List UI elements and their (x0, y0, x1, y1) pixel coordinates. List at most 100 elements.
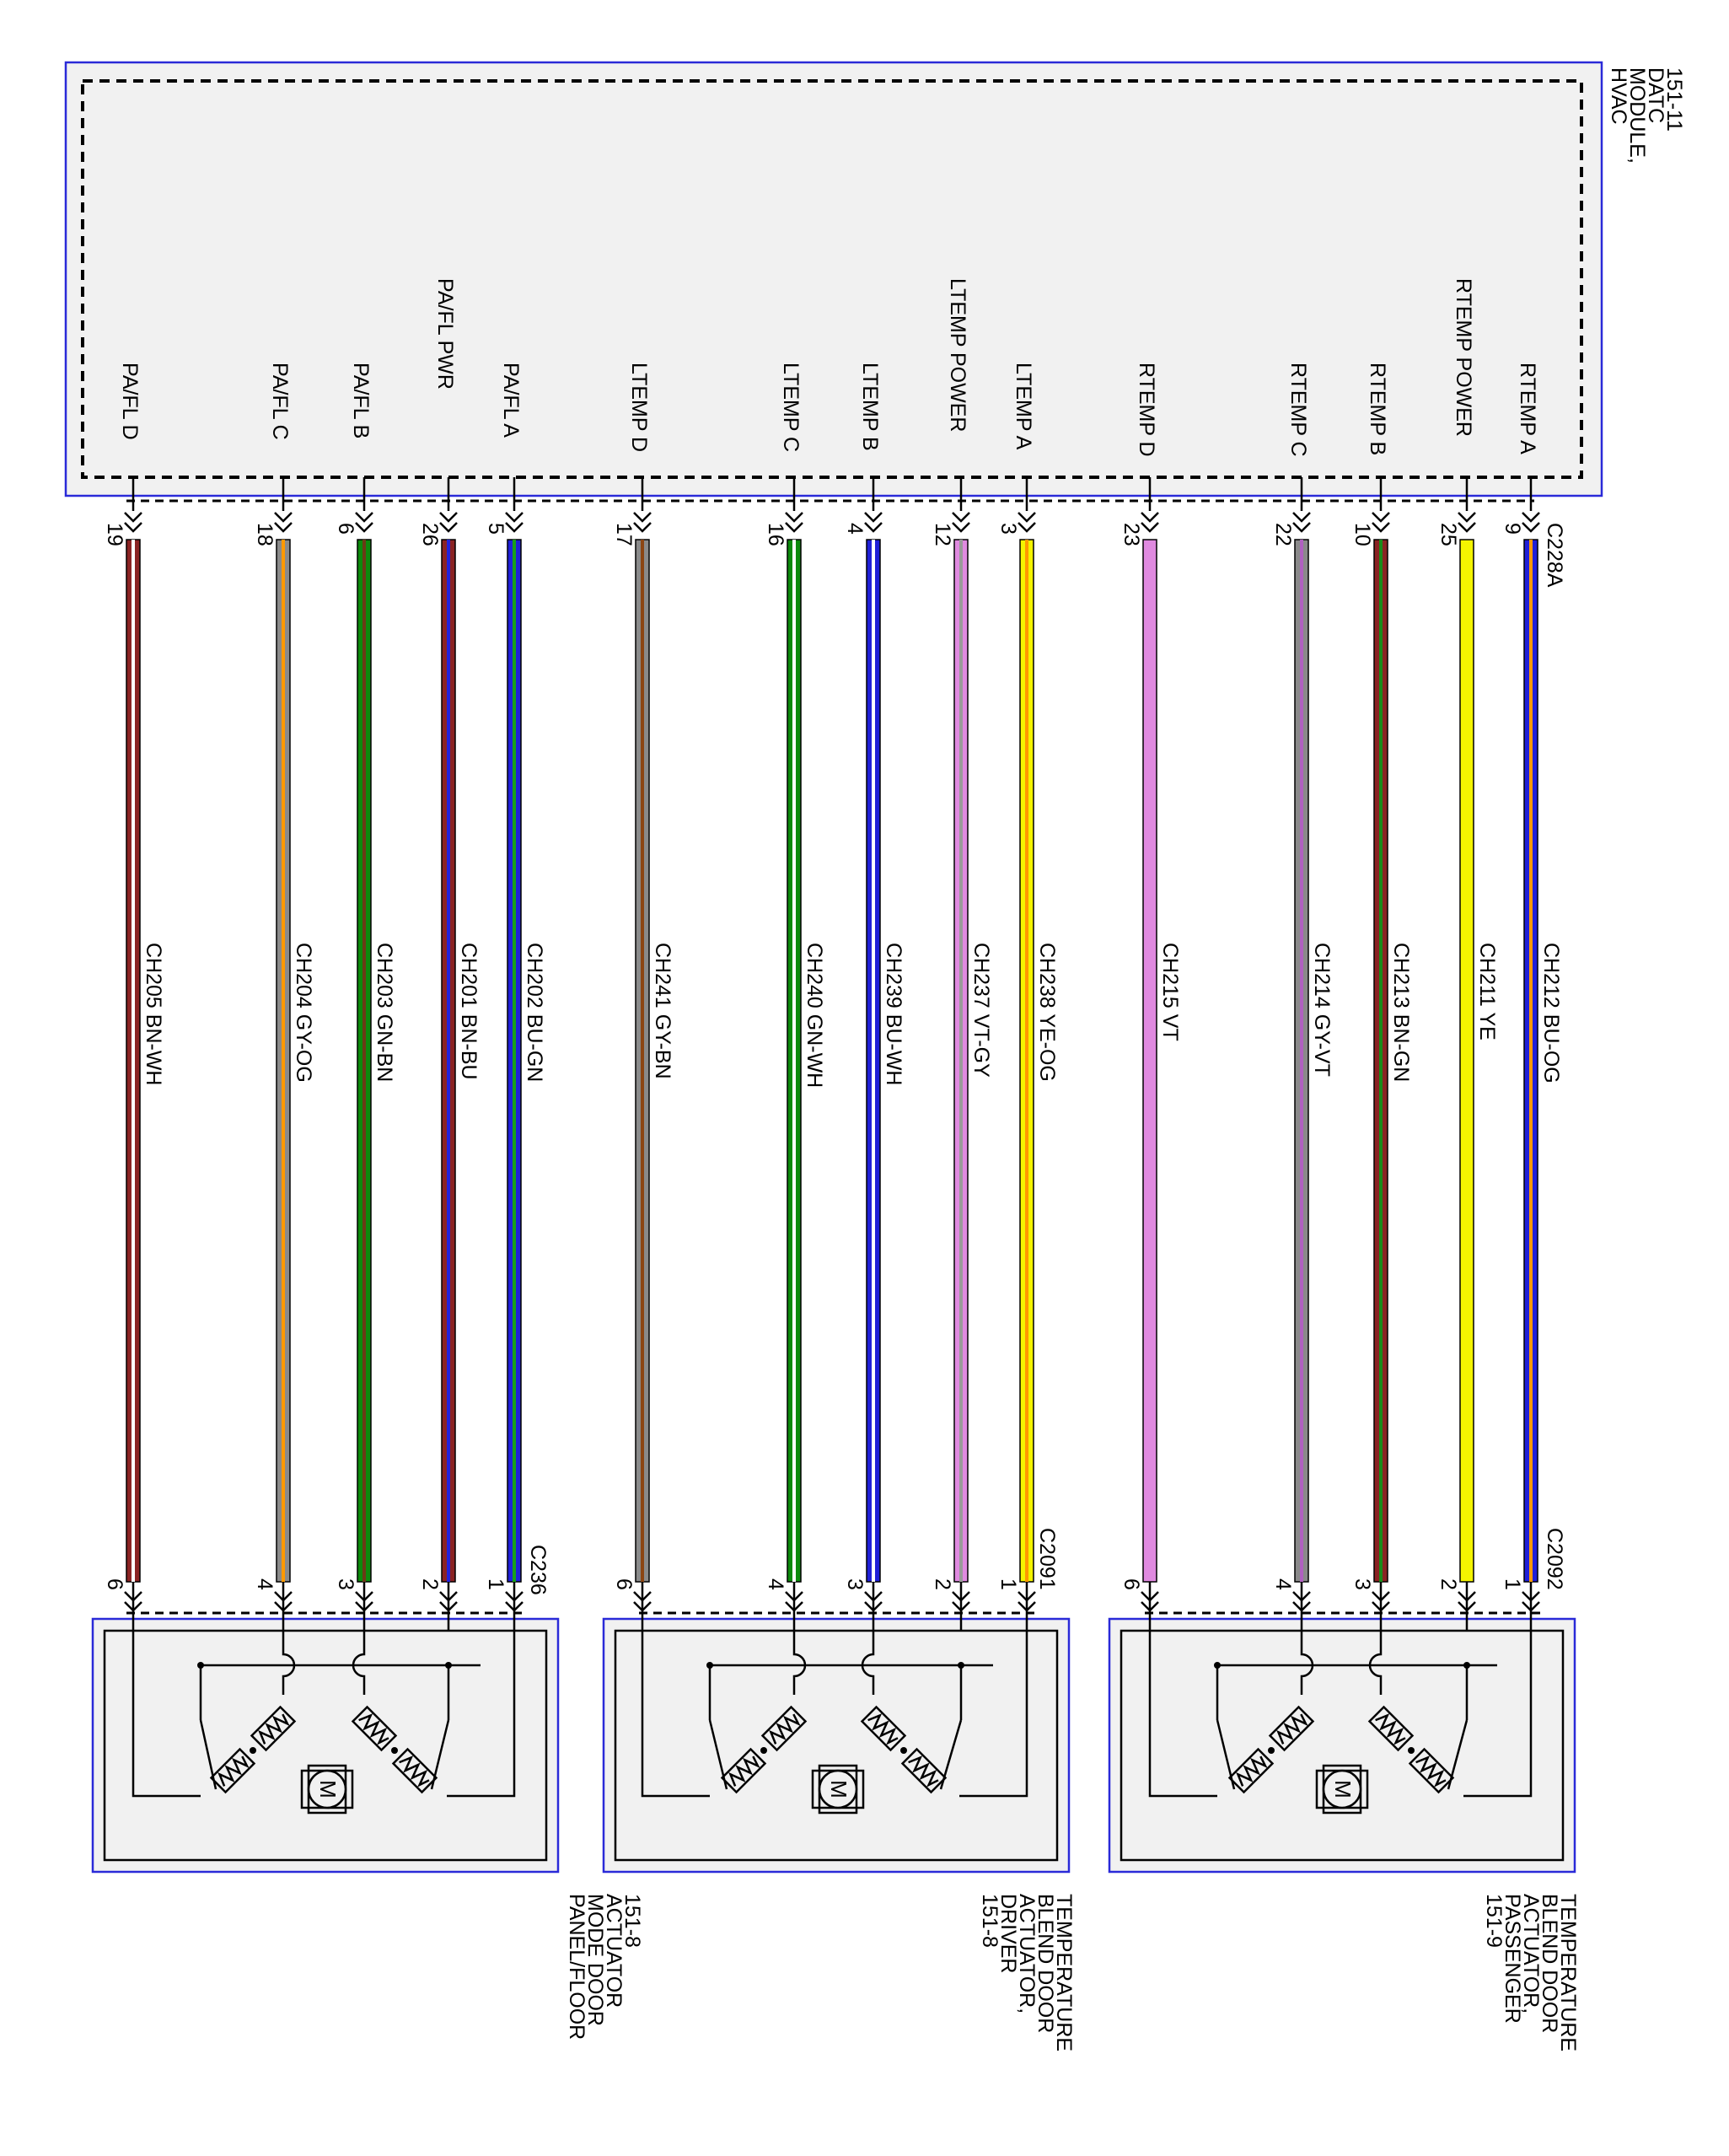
module-pin-label: PA/FL B (349, 363, 373, 438)
actuator-pin-number: 4 (253, 1578, 277, 1590)
hvac-title-line-4: 151-11 (1662, 67, 1686, 132)
actuator-pin-number: 3 (843, 1578, 867, 1590)
title-line: ACTUATOR, (1015, 1894, 1039, 2014)
actuator-pin-mark (355, 1591, 373, 1612)
actuator-pin-number: 2 (418, 1578, 442, 1590)
actuator-pin-number: 1 (1501, 1578, 1524, 1590)
actuator-pin-mark (505, 1591, 524, 1612)
wire-label: CH240 GN-WH (803, 943, 826, 1088)
module-pin-label: LTEMP A (1012, 363, 1035, 450)
actuator-pin-mark (633, 1591, 652, 1612)
motor-label: M (1330, 1780, 1356, 1798)
module-pin-label: LTEMP D (627, 363, 651, 452)
wire-stripe (513, 540, 516, 1582)
module-pin-number: 6 (334, 523, 357, 535)
module-pin-mark (1522, 512, 1540, 533)
actuator-pin-number: 6 (103, 1578, 126, 1590)
actuator-pin-number: 1 (484, 1578, 507, 1590)
module-pin-label: LTEMP B (858, 363, 882, 451)
hvac-title-line-1: HVAC (1607, 67, 1630, 125)
actuator-pin-number: 4 (764, 1578, 787, 1590)
title-line: TEMPERATURE (1052, 1894, 1076, 2051)
title-line: PASSENGER (1501, 1894, 1524, 2024)
title-line: PANEL/FLOOR (565, 1894, 588, 2040)
motor-icon: M (811, 1764, 865, 1815)
actuator-schematic (1148, 1631, 1533, 1798)
title-line: 151-8 (978, 1894, 1001, 1948)
actuator-temp-driver: TEMPERATURE BLEND DOOR ACTUATOR, DRIVER … (602, 1528, 1076, 2051)
title-line: BLEND DOOR (1034, 1894, 1057, 2033)
wire-stripe (959, 540, 963, 1582)
wire-label: CH237 VT-GY (969, 943, 993, 1078)
wire-label: CH239 BU-WH (882, 943, 905, 1085)
module-pin-mark (124, 512, 142, 533)
module-pin-mark (439, 512, 458, 533)
wire-label: CH214 GY-VT (1310, 943, 1334, 1077)
title-line: BLEND DOOR (1538, 1894, 1561, 2033)
actuator-pin-number: 3 (1350, 1578, 1374, 1590)
module-pin-mark (1292, 512, 1311, 533)
module-pin-number: 16 (764, 523, 787, 546)
module-pin-number: 25 (1436, 523, 1460, 546)
actuator-pin-number: 1 (996, 1578, 1020, 1590)
module-pin-number: 3 (996, 523, 1020, 535)
actuator-title-driver: TEMPERATURE BLEND DOOR ACTUATOR, DRIVER … (978, 1894, 1076, 2051)
actuator-pin-mark (785, 1591, 803, 1612)
module-pin-mark (1458, 512, 1476, 533)
title-line: 151-8 (620, 1894, 644, 1948)
module-pin-label: RTEMP POWER (1452, 278, 1475, 437)
title-line: 151-9 (1482, 1894, 1506, 1948)
module-pin-number: 22 (1271, 523, 1295, 546)
wire-stripe (447, 540, 450, 1582)
wire-label: CH202 BU-GN (523, 943, 546, 1082)
title-line: ACTUATOR (602, 1894, 626, 2008)
actuator-pin-mark (439, 1591, 458, 1612)
module-pin-number: 9 (1501, 523, 1524, 535)
wire-stripe (132, 540, 135, 1582)
module-pin-number: 5 (484, 523, 507, 535)
module-pin-number: 26 (418, 523, 442, 546)
title-line: TEMPERATURE (1556, 1894, 1580, 2051)
motor-icon: M (1315, 1764, 1369, 1815)
wire-stripe (1379, 540, 1383, 1582)
wire-ch211 (1459, 539, 1474, 1583)
module-pin-mark (355, 512, 373, 533)
actuator-pin-number: 6 (1120, 1578, 1143, 1590)
wire-stripe (362, 540, 366, 1582)
wire-stripe (1300, 540, 1303, 1582)
module-pin-number: 18 (253, 523, 277, 546)
wire-label: CH201 BN-BU (457, 943, 481, 1080)
module-pin-number: 19 (103, 523, 126, 546)
wire-label: CH241 GY-BN (651, 943, 674, 1079)
module-pin-mark (1372, 512, 1390, 533)
module-pin-number: 4 (843, 523, 867, 535)
hvac-title-line-2: MODULE, (1625, 67, 1649, 164)
module-pin-mark (1018, 512, 1036, 533)
title-line: DRIVER (996, 1894, 1020, 1973)
motor-icon: M (300, 1764, 354, 1815)
wire-stripe (282, 540, 285, 1582)
wire-stripe (641, 540, 644, 1582)
wire-label: CH238 YE-OG (1035, 943, 1059, 1082)
actuator-pin-mark (274, 1591, 293, 1612)
actuator-pin-mark (864, 1591, 883, 1612)
wire-stripe (792, 540, 796, 1582)
module-pin-number: 10 (1350, 523, 1374, 546)
hvac-title-line-3: DATC (1644, 67, 1667, 123)
actuator-pin-mark (1018, 1591, 1036, 1612)
module-pin-number: 17 (612, 523, 636, 546)
actuator-title-panel-floor: PANEL/FLOOR MODE DOOR ACTUATOR 151-8 (565, 1894, 644, 2040)
title-line: MODE DOOR (583, 1894, 607, 2026)
actuator-pin-number: 4 (1271, 1578, 1295, 1590)
module-pin-mark (864, 512, 883, 533)
module-pin-label: PA/FL PWR (433, 278, 457, 390)
module-pin-label: PA/FL D (118, 363, 142, 440)
actuator-pin-mark (1372, 1591, 1390, 1612)
hvac-module-title: HVAC MODULE, DATC 151-11 (1607, 67, 1686, 164)
actuator-schematic (641, 1631, 1028, 1798)
hvac-module: HVAC MODULE, DATC 151-11 C228A (64, 61, 1686, 588)
